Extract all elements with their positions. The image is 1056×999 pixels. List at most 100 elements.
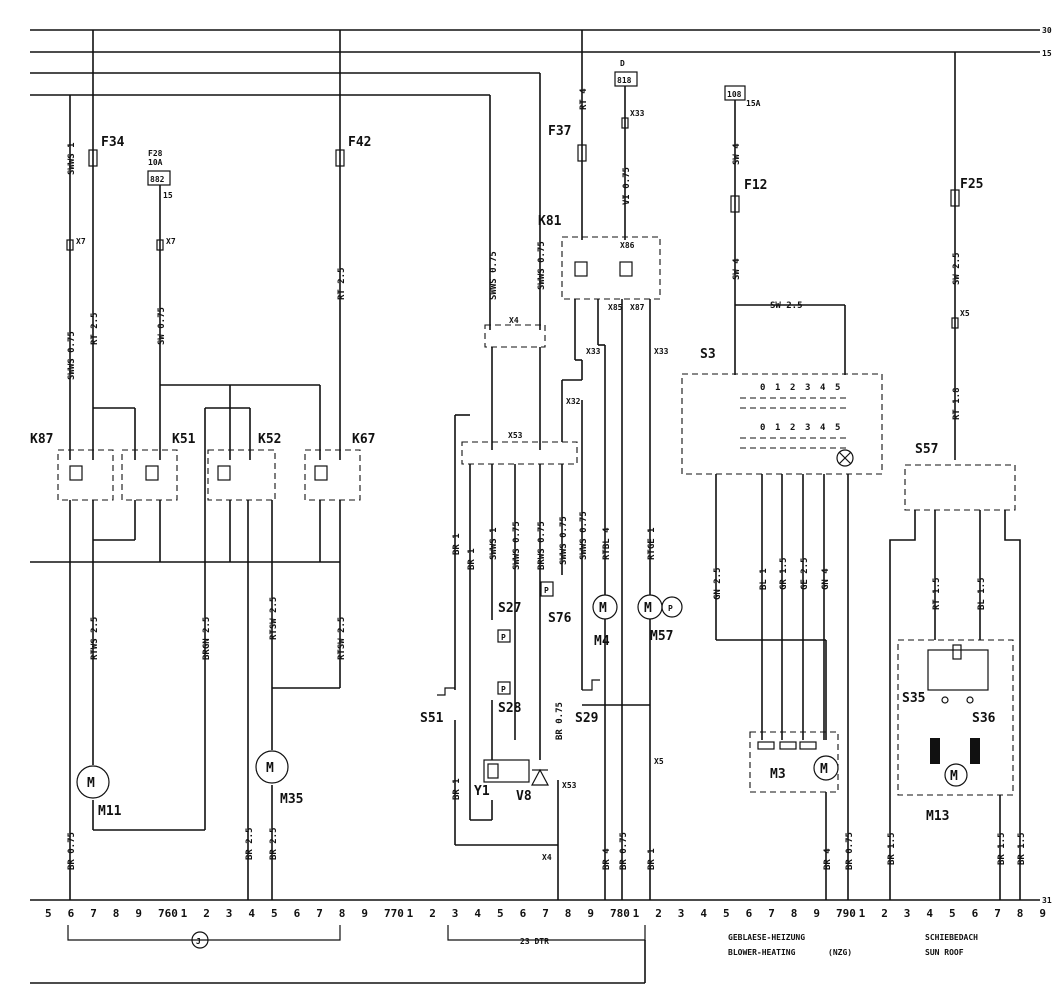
s3-position-row-2: 0 1 2 3 4 5 bbox=[760, 423, 840, 433]
switch-s76-p: P bbox=[544, 586, 549, 595]
group-dtr-label: 23 DTR bbox=[520, 937, 549, 946]
ruler-number: 5 bbox=[949, 907, 956, 920]
wire-label: SWWS 0.75 bbox=[579, 511, 589, 560]
fuse-f25-label: F25 bbox=[960, 177, 983, 192]
ruler-number: 9 bbox=[1039, 907, 1046, 920]
relay-k51-label: K51 bbox=[172, 432, 196, 447]
fuse-f28-rating: 10A bbox=[148, 158, 163, 167]
ruler-number: 1 bbox=[407, 907, 414, 920]
wire-label: GE 2.5 bbox=[800, 557, 810, 590]
motor-m4-glyph: M bbox=[599, 601, 607, 616]
ruler-number: 8 bbox=[565, 907, 572, 920]
rail-30-label: 30 bbox=[1042, 26, 1052, 35]
wire-label: BR 1.5 bbox=[997, 832, 1007, 865]
ruler-number: 9 bbox=[361, 907, 368, 920]
switch-s3-label: S3 bbox=[700, 347, 716, 362]
connector-x5b: X5 bbox=[960, 309, 970, 318]
wire-label: GN 2.5 bbox=[713, 567, 723, 600]
switch-s27-label: S27 bbox=[498, 601, 521, 616]
switch-s76-label: S76 bbox=[548, 611, 572, 626]
ruler-number: 7 bbox=[90, 907, 97, 920]
ruler-number: 6 bbox=[746, 907, 753, 920]
connector-x7a: X7 bbox=[76, 237, 86, 246]
ruler-number: 770 bbox=[384, 907, 404, 920]
ruler-number: 7 bbox=[316, 907, 323, 920]
connector-x33a: X33 bbox=[630, 109, 645, 118]
wire-label: BR 1.5 bbox=[1017, 832, 1027, 865]
ruler-number: 7 bbox=[994, 907, 1001, 920]
wire-label: SWWS 0.75 bbox=[489, 251, 499, 300]
ruler-number: 9 bbox=[135, 907, 142, 920]
ruler-number: 4 bbox=[926, 907, 933, 920]
ruler-number: 1 bbox=[859, 907, 866, 920]
wire-label: BR 1.5 bbox=[887, 832, 897, 865]
ruler-number: 3 bbox=[452, 907, 459, 920]
s3-pos: 1 bbox=[775, 423, 780, 433]
ruler-number: 6 bbox=[68, 907, 75, 920]
s3-pos: 5 bbox=[835, 383, 840, 393]
blower-label-de: GEBLAESE-HEIZUNG bbox=[728, 933, 805, 942]
connector-x33b: X33 bbox=[586, 347, 601, 356]
ruler-number: 6 bbox=[294, 907, 301, 920]
terminal-15a: 15A bbox=[746, 99, 761, 108]
ruler-number: 760 bbox=[158, 907, 178, 920]
ruler-number: 780 bbox=[610, 907, 630, 920]
relay-section-left: K87 K51 K52 K67 F34 F42 F28 10A 882 15 X bbox=[30, 30, 375, 900]
wire-label: SWWS 0.75 bbox=[67, 331, 77, 380]
k81-section: F37 RT 4 D 818 X33 VI 0.75 K81 X86 X85 X… bbox=[538, 30, 683, 900]
wire-label: BR 0.75 bbox=[619, 832, 629, 870]
ruler-number: 5 bbox=[271, 907, 278, 920]
switch-s27-p: P bbox=[501, 633, 506, 642]
ruler-number: 6 bbox=[972, 907, 979, 920]
switch-s51-label: S51 bbox=[420, 711, 444, 726]
ruler-number: 790 bbox=[836, 907, 856, 920]
connector-x87: X87 bbox=[630, 303, 645, 312]
s3-pos: 0 bbox=[760, 383, 765, 393]
fuse-f37-label: F37 bbox=[548, 124, 571, 139]
motor-m3-label: M3 bbox=[770, 767, 786, 782]
connector-x7b: X7 bbox=[166, 237, 176, 246]
relay-k81-label: K81 bbox=[538, 214, 562, 229]
connector-x32: X32 bbox=[566, 397, 581, 406]
wire-label: SW 0.75 bbox=[157, 307, 167, 345]
group-j-label: J bbox=[196, 937, 201, 946]
motor-m13-label: M13 bbox=[926, 809, 949, 824]
fuse-f12-label: F12 bbox=[744, 178, 767, 193]
s3-pos: 4 bbox=[820, 383, 826, 393]
switch-s28-label: S28 bbox=[498, 701, 522, 716]
ruler-number: 8 bbox=[1017, 907, 1024, 920]
wire-label: VI 0.75 bbox=[622, 167, 632, 205]
wire-label: BR 2.5 bbox=[245, 827, 255, 860]
connector-x53b: X53 bbox=[562, 781, 577, 790]
terminal-882: 882 bbox=[150, 175, 165, 184]
diode-v8-label: V8 bbox=[516, 789, 532, 804]
ruler-number: 4 bbox=[700, 907, 707, 920]
terminal-818: 818 bbox=[617, 76, 632, 85]
ruler-number: 6 bbox=[520, 907, 527, 920]
switch-s57-label: S57 bbox=[915, 442, 938, 457]
s3-pos: 1 bbox=[775, 383, 780, 393]
wire-label: RTWS 2.5 bbox=[90, 617, 100, 660]
switch-s36-label: S36 bbox=[972, 711, 996, 726]
s3-pos: 5 bbox=[835, 423, 840, 433]
ruler-number: 5 bbox=[45, 907, 52, 920]
wire-label: GR 1.5 bbox=[779, 557, 789, 590]
solenoid-y1-label: Y1 bbox=[474, 784, 490, 799]
wire-label: RTSW 2.5 bbox=[337, 617, 347, 660]
ruler-number: 3 bbox=[226, 907, 233, 920]
wire-label: RT 1.8 bbox=[952, 387, 962, 420]
s3-pos: 4 bbox=[820, 423, 826, 433]
wire-label: BR 2.5 bbox=[269, 827, 279, 860]
ruler-number: 7 bbox=[542, 907, 549, 920]
terminal-15: 15 bbox=[163, 191, 173, 200]
wire-label: RT 2.5 bbox=[90, 312, 100, 345]
fuse-f34-label: F34 bbox=[101, 135, 125, 150]
ruler-number: 8 bbox=[791, 907, 798, 920]
s3-position-row-1: 0 1 2 3 4 5 bbox=[760, 383, 840, 393]
ruler-number: 2 bbox=[655, 907, 662, 920]
wire-label: SW 2.5 bbox=[770, 301, 803, 311]
switch-s35-label: S35 bbox=[902, 691, 925, 706]
